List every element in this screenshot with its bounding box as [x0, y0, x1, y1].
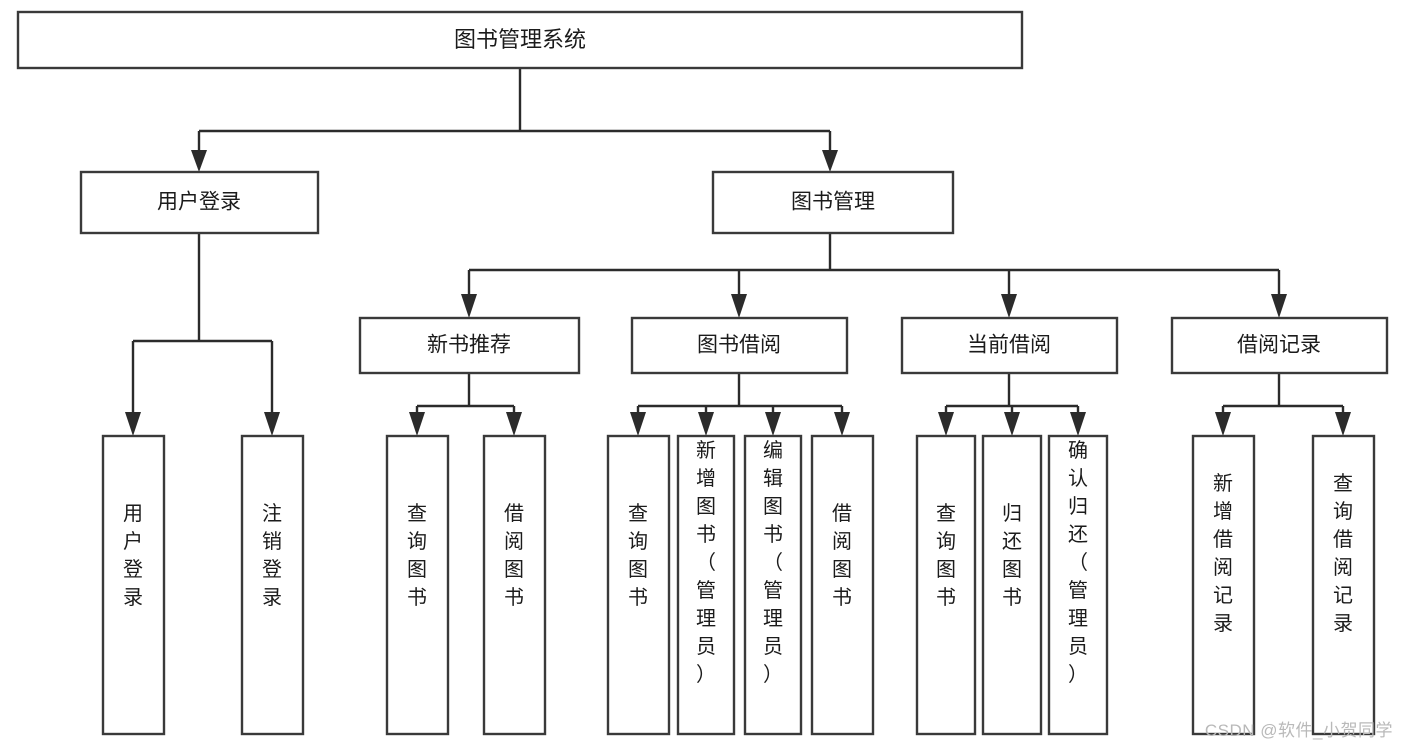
leaf-add-borrow-record-label: 新增借阅记录	[1213, 472, 1233, 635]
leaf-node[interactable]: 查询图书	[606, 434, 671, 736]
leaf-node[interactable]: 借阅图书	[810, 434, 875, 736]
leaf-node[interactable]: 用户登录	[101, 434, 166, 736]
node-book-management[interactable]: 图书管理	[711, 170, 955, 235]
arrow-head-icon	[698, 412, 714, 436]
leaf-node[interactable]: 查询借阅记录	[1311, 434, 1376, 736]
node-user-login[interactable]: 用户登录	[79, 170, 320, 235]
arrow-head-icon	[822, 150, 838, 172]
leaf-add-book-admin-label: 新增图书（管理员）	[696, 439, 716, 686]
arrow-head-icon	[938, 412, 954, 436]
leaf-nodes-layer: 用户登录 注销登录 查询图书 借阅图书 查询图书 新增图书（管理员）	[101, 434, 1376, 736]
leaf-node[interactable]: 新增借阅记录	[1191, 434, 1256, 736]
leaf-node[interactable]: 借阅图书	[482, 434, 547, 736]
arrow-head-icon	[1335, 412, 1351, 436]
node-borrow-record-box[interactable]	[1170, 316, 1389, 375]
leaf-search-borrow-record-label: 查询借阅记录	[1333, 472, 1353, 635]
arrow-head-icon	[1070, 412, 1086, 436]
leaf-search-book-3-box[interactable]	[915, 434, 977, 736]
node-root[interactable]: 图书管理系统	[16, 10, 1024, 70]
node-borrow-record-label: 借阅记录	[1237, 334, 1321, 357]
arrow-head-icon	[125, 412, 141, 436]
node-new-book-recommend[interactable]: 新书推荐	[358, 316, 581, 375]
leaf-node[interactable]: 归还图书	[981, 434, 1043, 736]
leaf-confirm-return-admin-box[interactable]	[1047, 434, 1109, 736]
arrow-head-icon	[191, 150, 207, 172]
arrow-head-icon	[1271, 294, 1287, 318]
node-current-borrow[interactable]: 当前借阅	[900, 316, 1119, 375]
node-book-management-label: 图书管理	[791, 191, 875, 214]
leaf-node[interactable]: 注销登录	[240, 434, 305, 736]
arrow-head-icon	[409, 412, 425, 436]
leaf-borrow-book-1-box[interactable]	[482, 434, 547, 736]
leaf-borrow-book-1-label: 借阅图书	[504, 502, 524, 609]
leaf-add-borrow-record-box[interactable]	[1191, 434, 1256, 736]
leaf-search-book-1-label: 查询图书	[407, 502, 427, 609]
arrow-head-icon	[630, 412, 646, 436]
arrow-head-icon	[506, 412, 522, 436]
leaf-edit-book-admin-box[interactable]	[743, 434, 803, 736]
arrow-head-icon	[731, 294, 747, 318]
leaf-add-book-admin-box[interactable]	[676, 434, 736, 736]
arrow-head-icon	[1001, 294, 1017, 318]
leaf-user-login-label: 用户登录	[123, 503, 143, 609]
node-borrow-record[interactable]: 借阅记录	[1170, 316, 1389, 375]
leaf-node[interactable]: 新增图书（管理员）	[676, 434, 736, 736]
leaf-return-book-box[interactable]	[981, 434, 1043, 736]
leaf-search-book-3-label: 查询图书	[936, 502, 956, 609]
node-root-label: 图书管理系统	[454, 27, 586, 52]
node-user-login-box[interactable]	[79, 170, 320, 235]
leaf-search-book-2-label: 查询图书	[628, 502, 648, 609]
leaf-logout-label: 注销登录	[262, 502, 282, 609]
arrow-head-icon	[264, 412, 280, 436]
arrow-head-icon	[1004, 412, 1020, 436]
node-user-login-label: 用户登录	[157, 191, 241, 214]
leaf-borrow-book-2-box[interactable]	[810, 434, 875, 736]
arrow-head-icon	[1215, 412, 1231, 436]
node-new-book-recommend-box[interactable]	[358, 316, 581, 375]
leaf-search-borrow-record-box[interactable]	[1311, 434, 1376, 736]
leaf-node[interactable]: 查询图书	[915, 434, 977, 736]
arrow-head-icon	[765, 412, 781, 436]
leaf-edit-book-admin-label: 编辑图书（管理员）	[763, 439, 783, 686]
leaf-borrow-book-2-label: 借阅图书	[832, 502, 852, 609]
leaf-node[interactable]: 查询图书	[385, 434, 450, 736]
leaf-node[interactable]: 确认归还（管理员）	[1047, 434, 1109, 736]
arrow-head-icon	[461, 294, 477, 318]
node-book-management-box[interactable]	[711, 170, 955, 235]
node-book-borrow[interactable]: 图书借阅	[630, 316, 849, 375]
node-current-borrow-label: 当前借阅	[967, 334, 1051, 357]
leaf-search-book-2-box[interactable]	[606, 434, 671, 736]
node-book-borrow-box[interactable]	[630, 316, 849, 375]
leaf-user-login-box[interactable]	[101, 434, 166, 736]
node-new-book-recommend-label: 新书推荐	[427, 334, 511, 357]
connector-layer	[125, 68, 1351, 436]
leaf-node[interactable]: 编辑图书（管理员）	[743, 434, 803, 736]
leaf-logout-box[interactable]	[240, 434, 305, 736]
node-root-box[interactable]	[16, 10, 1024, 70]
leaf-search-book-1-box[interactable]	[385, 434, 450, 736]
node-book-borrow-label: 图书借阅	[697, 334, 781, 357]
leaf-confirm-return-admin-label: 确认归还（管理员）	[1068, 439, 1088, 686]
node-current-borrow-box[interactable]	[900, 316, 1119, 375]
arrow-head-icon	[834, 412, 850, 436]
leaf-return-book-label: 归还图书	[1002, 502, 1022, 609]
